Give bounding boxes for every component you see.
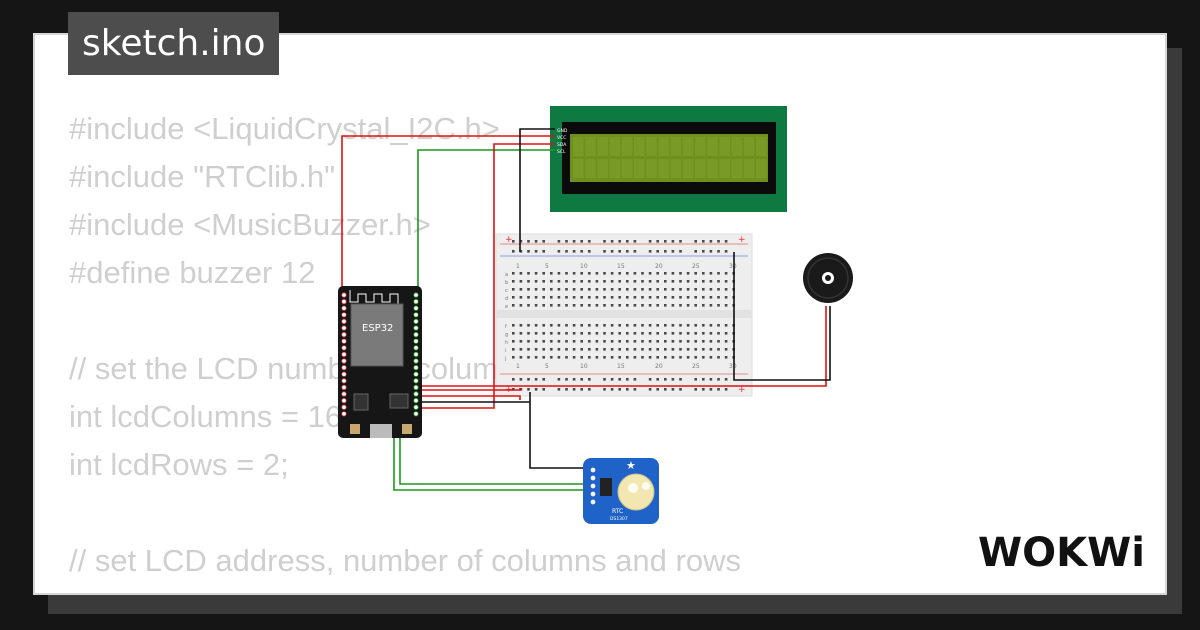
wire-vcc2-red bbox=[410, 143, 555, 409]
code-line: // if you don't know your display addres… bbox=[69, 585, 997, 593]
code-line: #include <MusicBuzzer.h> bbox=[69, 207, 431, 242]
bb-col-label: 20 bbox=[655, 263, 663, 270]
rtc-module[interactable]: ★ RTC DS1307 bbox=[583, 458, 659, 524]
bb-row-label: a bbox=[505, 272, 508, 278]
breadboard-column-labels-bottom: 1 5 10 15 20 25 30 bbox=[516, 363, 737, 370]
usb-port-icon bbox=[370, 424, 392, 438]
bb-row-label: g bbox=[505, 332, 508, 338]
lcd-module[interactable]: GND VCC SDA SCL bbox=[550, 106, 787, 212]
bb-col-label: 25 bbox=[692, 263, 700, 270]
lcd-pin-label: SDA bbox=[557, 142, 567, 148]
bb-row-label: f bbox=[505, 324, 507, 330]
breadboard-column-labels-top: 1 5 10 15 20 25 30 bbox=[516, 263, 737, 270]
lcd-character-grid bbox=[573, 137, 767, 178]
code-line: // set LCD address, number of columns an… bbox=[69, 543, 741, 578]
bb-col-label: 25 bbox=[692, 363, 700, 370]
svg-text:+: + bbox=[505, 235, 513, 245]
bb-row-label: h bbox=[505, 340, 508, 346]
wire-rtc-sda-green bbox=[399, 402, 590, 485]
breadboard-row-labels: a b c d e f g h i j bbox=[504, 272, 508, 362]
wire-buzzer-red bbox=[420, 306, 827, 387]
rtc-chip-label: DS1307 bbox=[610, 516, 628, 522]
bb-row-label: i bbox=[505, 348, 506, 354]
bb-col-label: 10 bbox=[580, 263, 588, 270]
bb-row-label: c bbox=[505, 288, 508, 294]
buzzer[interactable] bbox=[803, 253, 853, 303]
wokwi-logo-text: WOKWi bbox=[978, 530, 1145, 576]
rtc-chip bbox=[600, 478, 612, 496]
code-line: #include <LiquidCrystal_I2C.h> bbox=[69, 111, 500, 146]
wire-buzzer-black bbox=[733, 252, 831, 381]
bb-col-label: 20 bbox=[655, 363, 663, 370]
esp32-module-shield bbox=[350, 303, 404, 367]
bb-col-label: 5 bbox=[545, 363, 549, 370]
bb-row-label: j bbox=[504, 356, 506, 362]
lcd-pin-label: SCL bbox=[557, 149, 566, 155]
bb-row-label: d bbox=[505, 296, 508, 302]
bb-col-label: 1 bbox=[516, 363, 520, 370]
bb-col-label: 5 bbox=[545, 263, 549, 270]
bb-col-label: 30 bbox=[729, 363, 737, 370]
esp32-label: ESP32 bbox=[362, 323, 393, 334]
bb-row-label: b bbox=[505, 280, 508, 286]
esp32-regulator bbox=[353, 393, 369, 411]
breadboard[interactable]: + + + + 1 5 10 15 20 25 30 1 5 10 15 20 … bbox=[495, 233, 753, 397]
rtc-label: RTC bbox=[612, 508, 623, 515]
esp32-usb-chip bbox=[389, 393, 409, 409]
bb-col-label: 15 bbox=[617, 363, 625, 370]
code-background: #include <LiquidCrystal_I2C.h> #include "… bbox=[69, 105, 997, 593]
bb-col-label: 10 bbox=[580, 363, 588, 370]
boot-button-icon[interactable] bbox=[350, 424, 360, 434]
svg-text:+: + bbox=[738, 385, 746, 395]
wire-rtc-gnd-black bbox=[529, 392, 590, 469]
wokwi-logo: WOKWi bbox=[976, 526, 1152, 580]
wire-sda-green bbox=[417, 149, 555, 300]
wire-rtc-vcc-red bbox=[410, 395, 521, 400]
wire-rtc-scl-green bbox=[393, 410, 590, 491]
svg-text:+: + bbox=[738, 235, 746, 245]
bb-row-label: e bbox=[505, 304, 508, 310]
bb-col-label: 15 bbox=[617, 263, 625, 270]
code-line: #define buzzer 12 bbox=[69, 255, 316, 290]
lcd-pin-label: VCC bbox=[557, 135, 566, 141]
wire-gnd-black bbox=[519, 128, 555, 252]
reset-button-icon[interactable] bbox=[402, 424, 412, 434]
esp32-board[interactable]: ESP32 bbox=[338, 286, 422, 438]
filename-tab[interactable]: sketch.ino bbox=[68, 12, 280, 75]
star-icon: ★ bbox=[626, 459, 636, 472]
code-line: int lcdRows = 2; bbox=[69, 447, 289, 482]
bb-col-label: 30 bbox=[729, 263, 737, 270]
code-line: #include "RTClib.h" bbox=[69, 159, 336, 194]
esp32-pin-headers bbox=[341, 292, 419, 417]
bb-col-label: 1 bbox=[516, 263, 520, 270]
lcd-pin-label: GND bbox=[557, 128, 568, 134]
